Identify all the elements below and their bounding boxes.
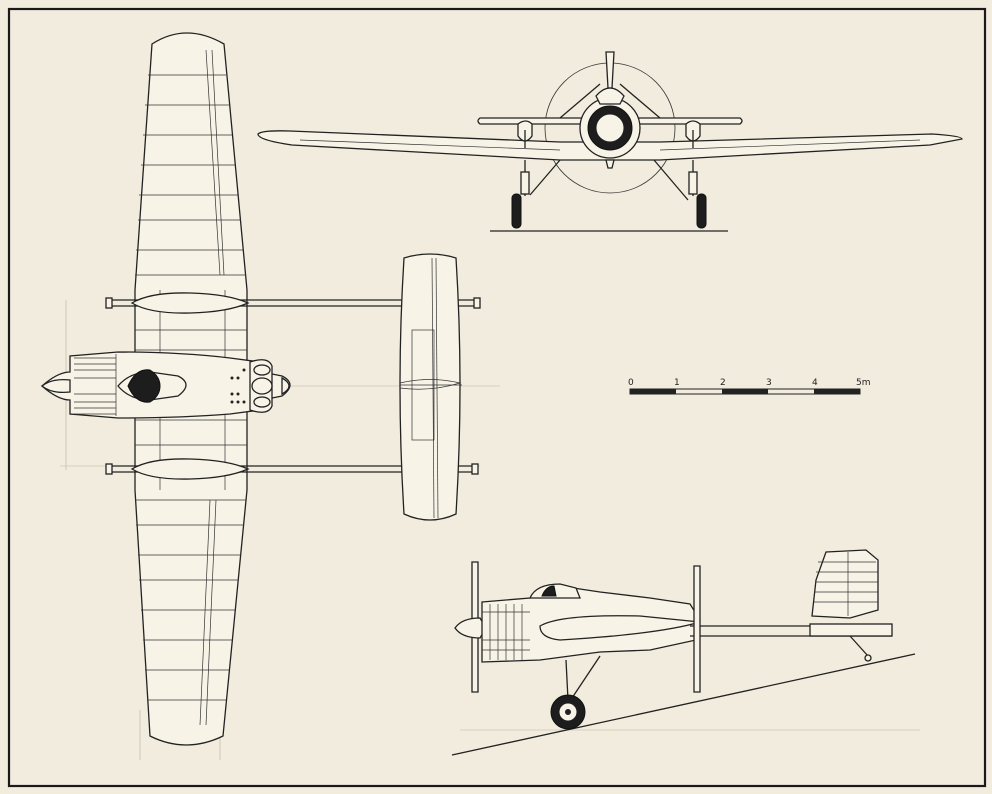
- side-view: [451, 549, 920, 756]
- scale-tick-1: 1: [674, 378, 680, 388]
- front-view: [257, 51, 963, 232]
- drawing-frame: [7, 7, 987, 788]
- scale-tick-4: 4: [812, 378, 818, 388]
- vertical-fin: [811, 549, 879, 619]
- horizontal-tail: [399, 253, 461, 521]
- scale-tick-2: 2: [720, 378, 726, 388]
- scale-tick-0: 0: [628, 378, 634, 388]
- scale-tick-3: 3: [766, 378, 772, 388]
- scale-tick-5: 5m: [856, 378, 871, 388]
- scale-bar: 0 1 2 3 4 5m: [628, 378, 871, 395]
- plan-view: [40, 32, 500, 760]
